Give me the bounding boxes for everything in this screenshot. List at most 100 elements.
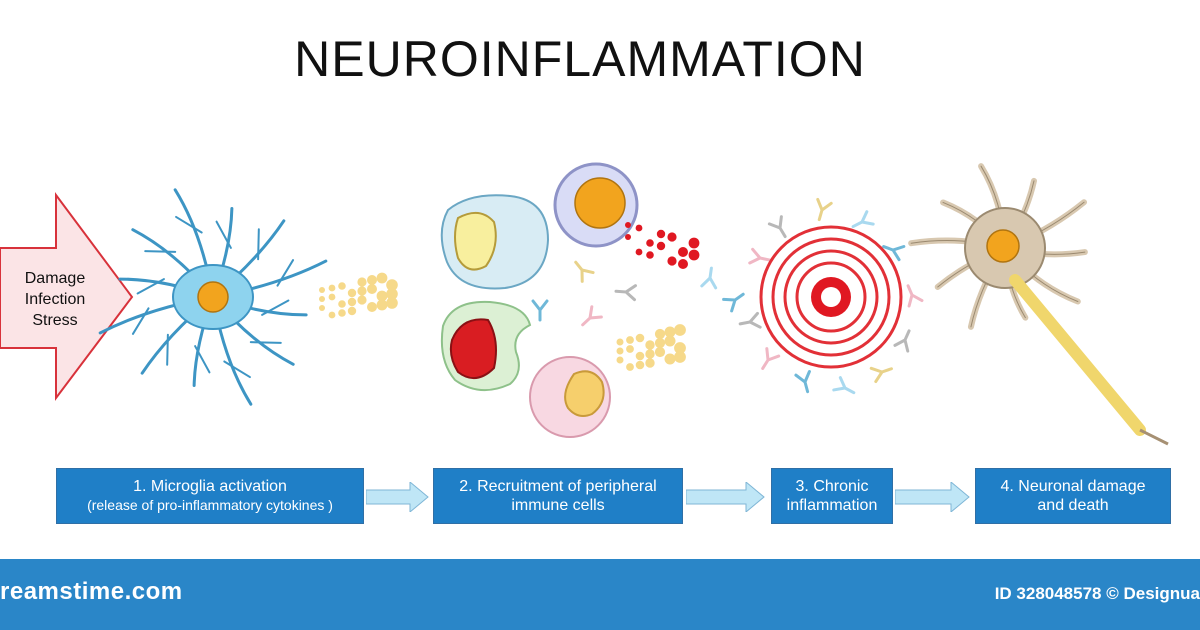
step-box-4: 4. Neuronal damage and death [975,468,1171,524]
cytokine-dot [338,309,346,317]
red-dot [646,239,654,247]
cytokine-dot [386,297,398,309]
cytokine-dot [645,358,655,368]
cytokine-dot [347,306,357,316]
cytokine-dot [616,347,624,355]
cytokine-dot [367,275,377,285]
cytokine-dot [654,346,666,358]
immune-cell-granulocyte [529,356,611,438]
cytokine-dot [616,338,624,346]
red-dot [678,259,688,269]
flow-arrow-2 [686,482,765,512]
antibody-icon [794,369,811,394]
cytokine-dot [376,272,388,284]
antibody-icon [761,347,781,370]
antibody-icon [722,292,745,313]
cytokine-dot [357,295,367,305]
cytokine-dot [626,363,634,371]
step-4-subtitle: and death [1037,497,1109,514]
antibody-icon [851,210,875,229]
red-dot [625,234,631,240]
inflammation-ring [783,249,879,345]
cytokine-dot [664,326,676,338]
trigger-line-1: Damage [25,270,86,287]
antibody-icon [614,284,637,302]
cytokine-dot [626,345,634,353]
cytokine-dot [347,288,357,298]
step-3-subtitle: inflammation [786,497,878,514]
footer-stock-id: ID 328048578 © Designua [994,584,1200,603]
microglia-cell [98,188,328,406]
cytokine-dot [674,324,686,336]
immune-cell-macrophage [440,300,532,391]
cytokine-dot [376,290,388,302]
cytokine-dot [386,279,398,291]
cytokine-dot [626,336,634,344]
red-dot [667,232,677,242]
step-box-3: 3. Chronic inflammation [771,468,893,524]
cytokine-dot [376,299,388,311]
footer-bar [0,559,1200,630]
footer-brand: reamstime.com [0,578,183,605]
cytokine-dot [367,284,377,294]
red-dot [667,256,677,266]
step-2-subtitle: immune cells [511,497,605,514]
immune-cell-blue [440,194,550,290]
step-4-title: 4. Neuronal damage [1000,478,1146,495]
cytokine-dot [338,282,346,290]
antibody-icon [531,299,549,322]
cytokine-dot [328,284,336,292]
red-dot-cluster [625,222,700,269]
cytokine-dot [357,286,367,296]
red-dot [688,237,700,249]
cytokine-dot [367,302,377,312]
antibody-icon [700,266,718,290]
step-1-subtitle: (release of pro-inflammatory cytokines ) [87,497,333,513]
cytokine-dot [347,297,357,307]
trigger-line-2: Infection [25,291,85,308]
antibody-icon [906,284,924,308]
cytokine-dot [319,305,325,311]
cytokine-dot [664,353,676,365]
inflammation-ring [795,261,867,333]
antibody-icon [832,376,856,395]
flow-arrow-3 [895,482,970,512]
red-dot [635,248,643,256]
cytokine-cluster-1 [319,272,398,319]
cytokine-dot [645,340,655,350]
cytokine-dot [654,328,666,340]
red-dot [656,229,666,239]
antibody-icon [882,245,906,262]
red-dot [656,241,666,251]
step-1-title: 1. Microglia activation [133,478,287,495]
antibody-icon [574,260,595,283]
immune-cell-lymphocyte [553,162,639,248]
inflammation-ring [759,225,903,369]
cytokine-dot [635,360,645,370]
cytokine-dot [674,351,686,363]
microglia-nucleus [197,281,229,313]
cytokine-dot [616,356,624,364]
red-dot [646,251,654,259]
cytokine-dot [645,349,655,359]
cytokine-dot [635,351,645,361]
step-box-1: 1. Microglia activation (release of pro-… [56,468,364,524]
cytokine-dot [319,296,325,302]
cytokine-dot [664,335,676,347]
inflammation-ring [771,237,891,357]
antibody-icon [738,311,762,329]
red-dot [678,247,688,257]
cytokine-dot [357,277,367,287]
cytokine-dot [635,333,645,343]
red-dot [688,249,700,261]
antibody-icon [816,197,833,222]
trigger-arrow [0,191,134,401]
inflammation-target [759,225,903,369]
cytokine-cluster-2 [616,324,686,371]
step-3-title: 3. Chronic [795,478,869,495]
red-dot [635,224,643,232]
neuron-nucleus [986,229,1020,263]
antibody-icon [893,329,911,353]
neuron-cell [908,163,1169,446]
